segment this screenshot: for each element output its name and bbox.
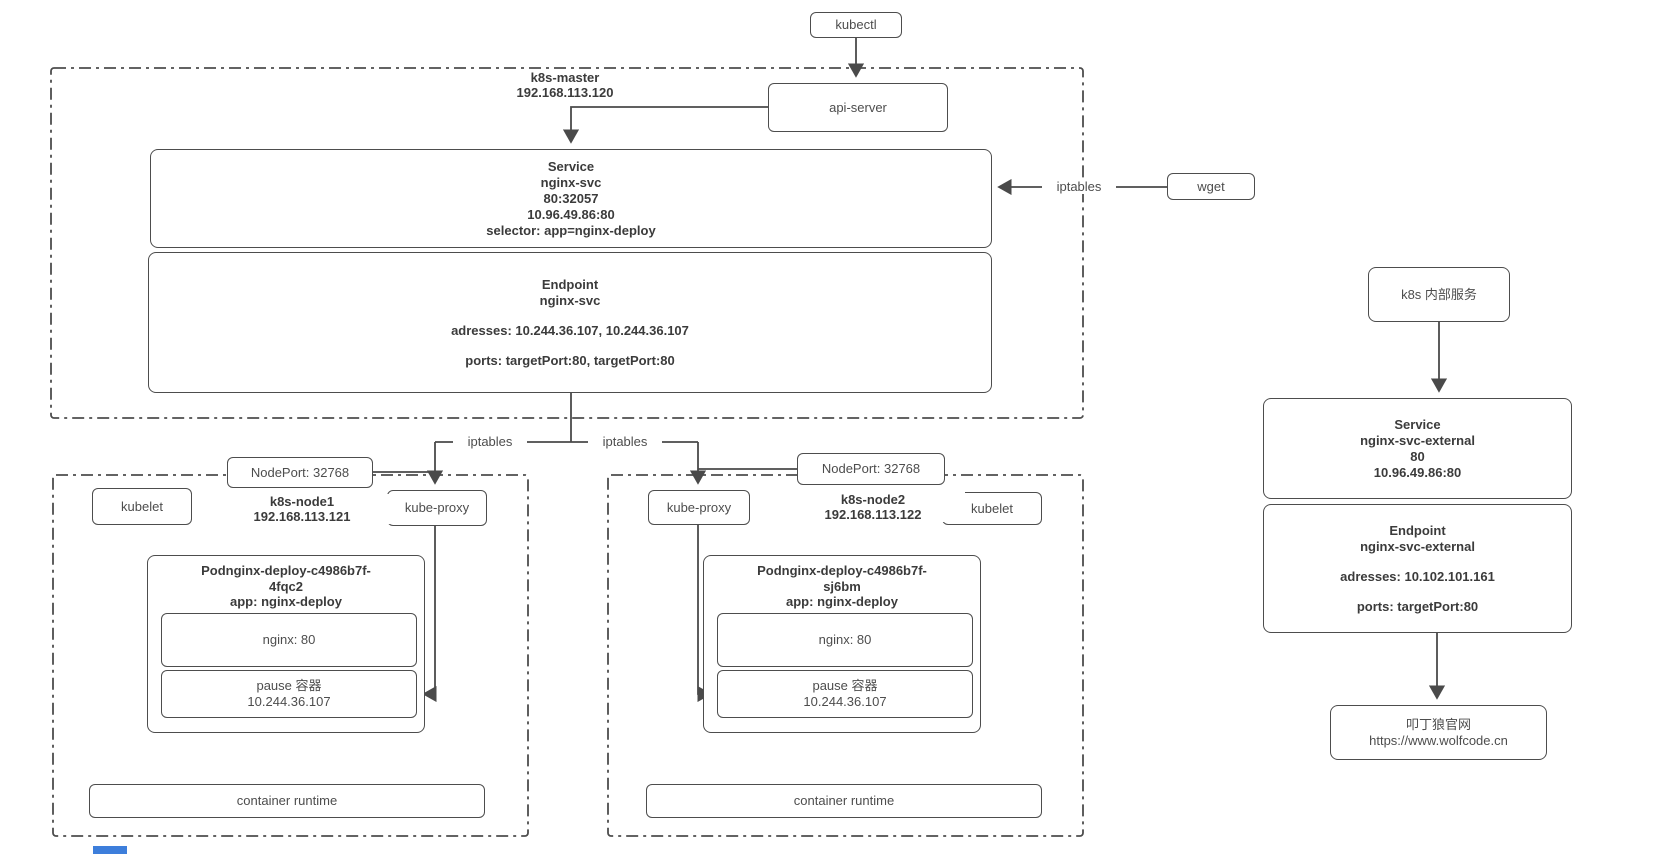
endpoint-ports: ports: targetPort:80, targetPort:80 (465, 352, 675, 368)
service-selector: selector: app=nginx-deploy (486, 222, 656, 238)
external-service-title: Service (1394, 416, 1441, 432)
iptables-label-node2: iptables (588, 435, 662, 449)
nodeport1-box: NodePort: 32768 (227, 457, 373, 488)
node2-ip: 192.168.113.122 (824, 507, 922, 522)
pod2-pause-ip: 10.244.36.107 (803, 694, 887, 709)
website-url: https://www.wolfcode.cn (1369, 732, 1508, 748)
pod1-title-line2: 4fqc2 (269, 578, 303, 594)
master-label: k8s-master 192.168.113.120 (463, 70, 667, 100)
external-endpoint-ports: ports: targetPort:80 (1356, 598, 1479, 614)
pod1-pause-label: pause 容器 (256, 678, 322, 693)
internal-service-label: k8s 内部服务 (1401, 286, 1477, 302)
pod1-pause-container: pause 容器 10.244.36.107 (161, 670, 417, 718)
kubelet2-label: kubelet (971, 500, 1013, 516)
endpoint-box: Endpoint nginx-svc adresses: 10.244.36.1… (148, 252, 992, 393)
service-box: Service nginx-svc 80:32057 10.96.49.86:8… (150, 149, 992, 248)
container-runtime1-box: container runtime (89, 784, 485, 818)
service-port: 80:32057 (543, 190, 599, 206)
pod2-title-line1: Podnginx-deploy-c4986b7f- (757, 563, 927, 578)
external-service-cluster-ip: 10.96.49.86:80 (1373, 464, 1462, 480)
api-server-box: api-server (768, 83, 948, 132)
node2-label: k8s-node2 192.168.113.122 (781, 492, 965, 522)
external-endpoint-name: nginx-svc-external (1360, 538, 1475, 554)
pod1-nginx-label: nginx: 80 (262, 632, 316, 647)
endpoint-name: nginx-svc (539, 292, 601, 308)
nodeport2-box: NodePort: 32768 (797, 453, 945, 485)
pod2-nginx-container: nginx: 80 (717, 613, 973, 667)
website-name: 叩丁狼官网 (1405, 716, 1471, 732)
master-ip: 192.168.113.120 (516, 85, 614, 100)
service-title: Service (547, 158, 595, 174)
api-server-label: api-server (829, 99, 887, 115)
endpoint-title: Endpoint (541, 276, 599, 292)
kube-proxy2-label: kube-proxy (666, 499, 732, 515)
kube-proxy1-box: kube-proxy (387, 490, 487, 526)
pod1-title: Podnginx-deploy-c4986b7f- 4fqc2 app: ngi… (201, 563, 371, 610)
pod2-title: Podnginx-deploy-c4986b7f- sj6bm app: ngi… (757, 563, 927, 610)
nodeport1-label: NodePort: 32768 (250, 464, 350, 480)
kube-proxy2-box: kube-proxy (648, 490, 750, 525)
pod1-title-line1: Podnginx-deploy-c4986b7f- (201, 563, 371, 578)
kube-proxy1-label: kube-proxy (404, 500, 470, 515)
master-dashed-border (50, 67, 1084, 419)
external-endpoint-addresses: adresses: 10.102.101.161 (1340, 568, 1495, 584)
node1-name: k8s-node1 (269, 494, 335, 509)
kubectl-label: kubectl (835, 17, 877, 32)
blue-strip (93, 846, 127, 854)
master-name: k8s-master (530, 70, 600, 85)
pod1-nginx-container: nginx: 80 (161, 613, 417, 667)
external-endpoint-box: Endpoint nginx-svc-external adresses: 10… (1263, 504, 1572, 633)
external-service-port: 80 (1410, 448, 1425, 464)
website-box: 叩丁狼官网 https://www.wolfcode.cn (1330, 705, 1547, 760)
container-runtime2-box: container runtime (646, 784, 1042, 818)
internal-service-box: k8s 内部服务 (1368, 267, 1510, 322)
arrow-apiserver-service (562, 106, 768, 144)
service-cluster-ip: 10.96.49.86:80 (527, 206, 615, 222)
endpoint-addresses: adresses: 10.244.36.107, 10.244.36.107 (451, 322, 689, 338)
kubelet1-box: kubelet (92, 488, 192, 525)
container-runtime1-label: container runtime (236, 793, 338, 808)
node2-name: k8s-node2 (840, 492, 906, 507)
kubectl-box: kubectl (810, 12, 902, 38)
node1-ip: 192.168.113.121 (253, 509, 351, 524)
pod2-title-line2: sj6bm (823, 578, 861, 594)
wget-label: wget (1197, 178, 1225, 194)
wget-box: wget (1167, 173, 1255, 200)
external-service-box: Service nginx-svc-external 80 10.96.49.8… (1263, 398, 1572, 499)
iptables-label-wget: iptables (1042, 180, 1116, 194)
pod1-pause-ip: 10.244.36.107 (247, 694, 331, 709)
nodeport2-label: NodePort: 32768 (821, 461, 921, 476)
container-runtime2-label: container runtime (793, 793, 895, 808)
pod2-nginx-label: nginx: 80 (818, 632, 872, 647)
pod2-app: app: nginx-deploy (786, 594, 898, 609)
pod1-app: app: nginx-deploy (230, 594, 342, 609)
external-endpoint-title: Endpoint (1389, 522, 1446, 538)
arrow-kubeproxy1-pause (422, 525, 437, 703)
iptables-label-node1: iptables (453, 435, 527, 449)
kubelet1-label: kubelet (121, 498, 163, 514)
pod2-pause-container: pause 容器 10.244.36.107 (717, 670, 973, 718)
service-name: nginx-svc (540, 174, 602, 190)
pod2-pause-label: pause 容器 (812, 678, 878, 693)
external-service-name: nginx-svc-external (1360, 432, 1475, 448)
node1-label: k8s-node1 192.168.113.121 (210, 494, 394, 524)
